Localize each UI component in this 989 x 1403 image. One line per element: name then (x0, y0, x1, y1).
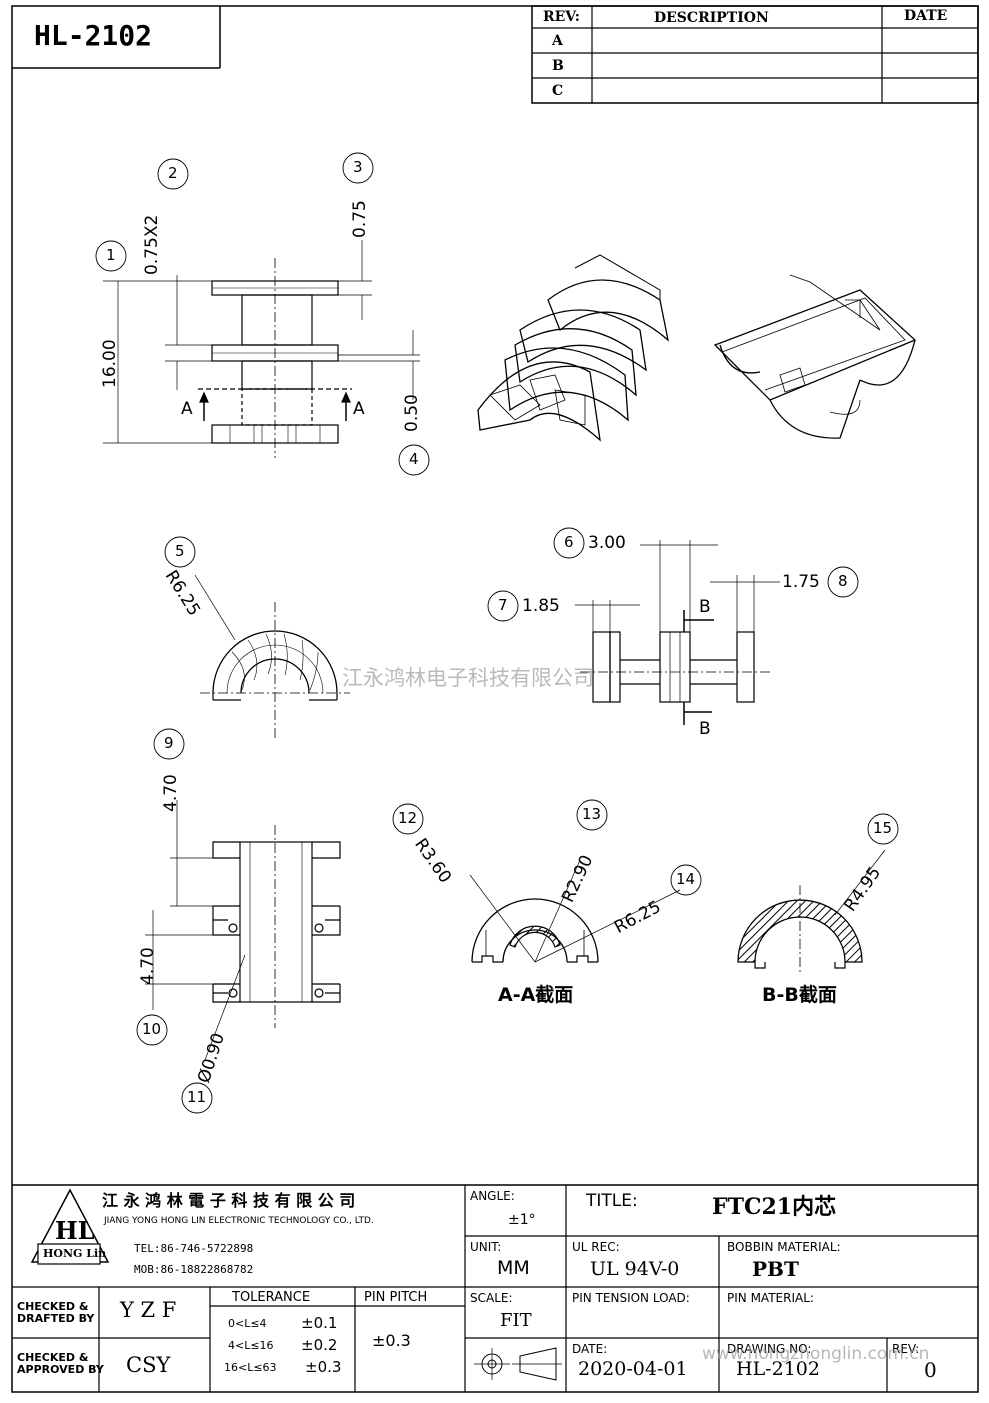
checked-approved-label: CHECKED & APPROVED BY (17, 1351, 104, 1377)
revision-table-grid (531, 5, 979, 104)
tol-range-2: 4<L≤16 (228, 1339, 274, 1352)
tolerance-label: TOLERANCE (232, 1290, 311, 1305)
logo-subtext: HONG Lin (43, 1247, 107, 1260)
company-logo (30, 1188, 110, 1265)
checked-drafted-label: CHECKED & DRAFTED BY (17, 1300, 95, 1326)
rev-row-a: A (552, 33, 563, 49)
callout-9: 9 (164, 734, 174, 752)
section-label-aa: A-A截面 (498, 984, 574, 1006)
dim-0-75: 0.75 (350, 200, 370, 238)
dim-4-70-top: 4.70 (161, 774, 181, 812)
callout-10: 10 (142, 1020, 162, 1038)
ul-value: UL 94V-0 (590, 1258, 680, 1280)
section-aa (469, 859, 681, 963)
title-value: FTC21内芯 (712, 1194, 837, 1220)
callout-2: 2 (168, 164, 178, 182)
bobbin-material-label: BOBBIN MATERIAL: (727, 1240, 841, 1254)
section-label-bb: B-B截面 (762, 984, 837, 1006)
callout-4: 4 (409, 450, 419, 468)
iso-view-right (713, 274, 917, 439)
unit-value: MM (497, 1257, 530, 1279)
drawing-no-value: HL-2102 (736, 1358, 820, 1380)
logo-text: HL (55, 1216, 95, 1245)
description-col-header: DESCRIPTION (654, 10, 769, 26)
tol-range-3: 16<L≤63 (224, 1361, 277, 1374)
sheet-border (11, 5, 979, 1393)
drawing-no-label: DRAWING NO: (727, 1342, 812, 1356)
title-label: TITLE: (586, 1191, 638, 1211)
rev-row-b: B (552, 58, 564, 74)
unit-label: UNIT: (470, 1240, 502, 1254)
iso-view-left (477, 254, 670, 442)
section-mark-a-right: A (353, 399, 365, 419)
company-name-en: JIANG YONG HONG LIN ELECTRONIC TECHNOLOG… (104, 1216, 374, 1226)
scale-label: SCALE: (470, 1291, 513, 1305)
callout-8: 8 (838, 572, 848, 590)
pin-material-label: PIN MATERIAL: (727, 1291, 814, 1305)
company-name-cn: 江 永 鸿 林 電 子 科 技 有 限 公 司 (102, 1191, 356, 1210)
rev-value: 0 (924, 1358, 937, 1382)
tol-range-1: 0<L≤4 (228, 1317, 267, 1330)
company-tel: TEL:86-746-5722898 (134, 1242, 254, 1255)
scale-value: FIT (500, 1310, 532, 1331)
front-view-bottom (145, 800, 341, 1061)
tol-value-1: ±0.1 (301, 1314, 338, 1332)
part-number: HL-2102 (34, 19, 153, 52)
company-mob: MOB:86-18822868782 (134, 1263, 254, 1276)
web-watermark: www.hongzhonglin.com.cn (702, 1344, 930, 1364)
front-view-top (194, 574, 350, 738)
date-col-header: DATE (904, 8, 948, 24)
projection-symbol-icon (474, 1347, 562, 1381)
callout-11: 11 (187, 1088, 207, 1106)
watermark-company: 江永鸿林电子科技有限公司 (342, 666, 594, 690)
callout-12: 12 (398, 809, 418, 827)
title-block-grid (12, 1184, 978, 1392)
ul-label: UL REC: (572, 1240, 620, 1254)
section-mark-a-left: A (181, 399, 193, 419)
dim-0-50: 0.50 (402, 394, 422, 432)
rev-row-c: C (552, 83, 564, 99)
pin-pitch-label: PIN PITCH (364, 1290, 428, 1305)
tol-value-2: ±0.2 (301, 1336, 338, 1354)
section-mark-b-bottom: B (699, 719, 711, 739)
pin-pitch-value: ±0.3 (372, 1331, 411, 1350)
callout-5: 5 (175, 542, 185, 560)
rev-label: REV: (892, 1342, 920, 1356)
section-mark-b-top: B (699, 597, 711, 617)
dim-1-75: 1.75 (782, 572, 820, 592)
dim-0-75x2: 0.75X2 (142, 214, 162, 275)
date-value: 2020-04-01 (578, 1358, 688, 1380)
date-label: DATE: (572, 1342, 608, 1356)
dim-3-00: 3.00 (588, 533, 626, 553)
callout-1: 1 (106, 246, 116, 264)
bobbin-material-value: PBT (752, 1257, 799, 1281)
dim-4-70-bottom: 4.70 (138, 947, 158, 985)
dim-1-85: 1.85 (522, 596, 560, 616)
callout-circles (95, 152, 899, 1114)
tol-value-3: ±0.3 (305, 1358, 342, 1376)
callout-6: 6 (564, 533, 574, 551)
section-bb (737, 849, 886, 975)
callout-14: 14 (676, 870, 696, 888)
dim-16-00: 16.00 (100, 339, 120, 388)
drafted-by-value: Y Z F (120, 1298, 177, 1322)
side-view (103, 240, 420, 458)
callout-7: 7 (498, 596, 508, 614)
callout-13: 13 (582, 805, 602, 823)
side-view-bb (575, 540, 780, 725)
angle-value: ±1° (508, 1212, 536, 1228)
angle-label: ANGLE: (470, 1189, 515, 1203)
pin-tension-label: PIN TENSION LOAD: (572, 1291, 690, 1305)
approved-by-value: CSY (126, 1353, 171, 1377)
callout-3: 3 (353, 158, 363, 176)
callout-15: 15 (873, 819, 893, 837)
rev-col-header: REV: (543, 9, 580, 25)
